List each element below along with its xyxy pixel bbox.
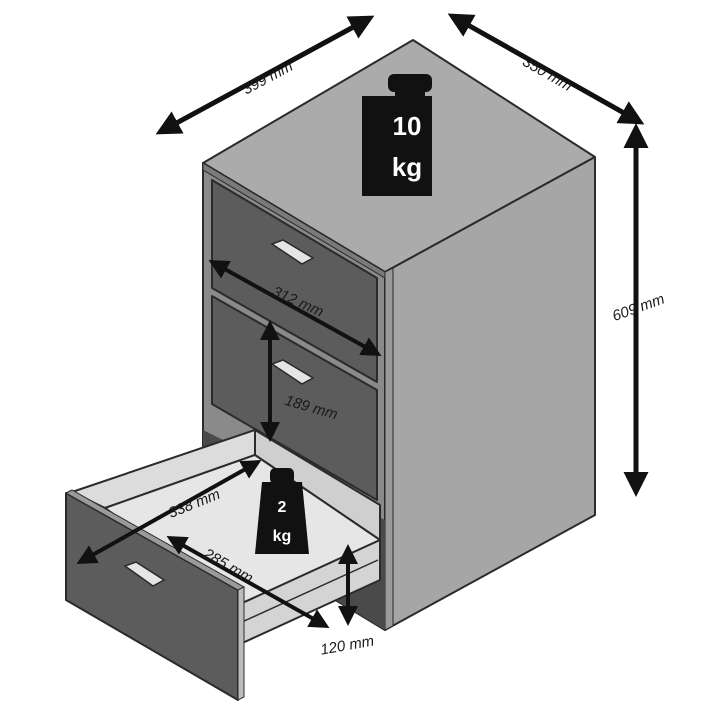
- dimension-arrow-bottom-drawer-width: [166, 536, 330, 628]
- cabinet-side-edge: [384, 267, 394, 631]
- weight-icon: 10 kg: [362, 74, 432, 196]
- dimension-label-depth: 350 mm: [520, 53, 575, 95]
- drawer-handle-top: [270, 239, 315, 265]
- dimension-arrow-drawer-width: [208, 260, 382, 356]
- dimension-arrow-bottom-drawer-depth: [76, 460, 262, 564]
- dimension-label-bottom-drawer-height: 120 mm: [319, 632, 375, 658]
- dimension-arrow-width: [155, 15, 375, 135]
- bottom-drawer-front-side-edge: [237, 586, 245, 701]
- weight-top-unit: kg: [392, 152, 422, 182]
- weight-top-value: 10: [393, 111, 422, 141]
- weight-drawer-value: 2: [278, 499, 287, 516]
- dimension-label-width: 399 mm: [240, 58, 296, 98]
- dimension-arrow-depth: [447, 13, 645, 125]
- weight-drawer-unit: kg: [273, 528, 292, 545]
